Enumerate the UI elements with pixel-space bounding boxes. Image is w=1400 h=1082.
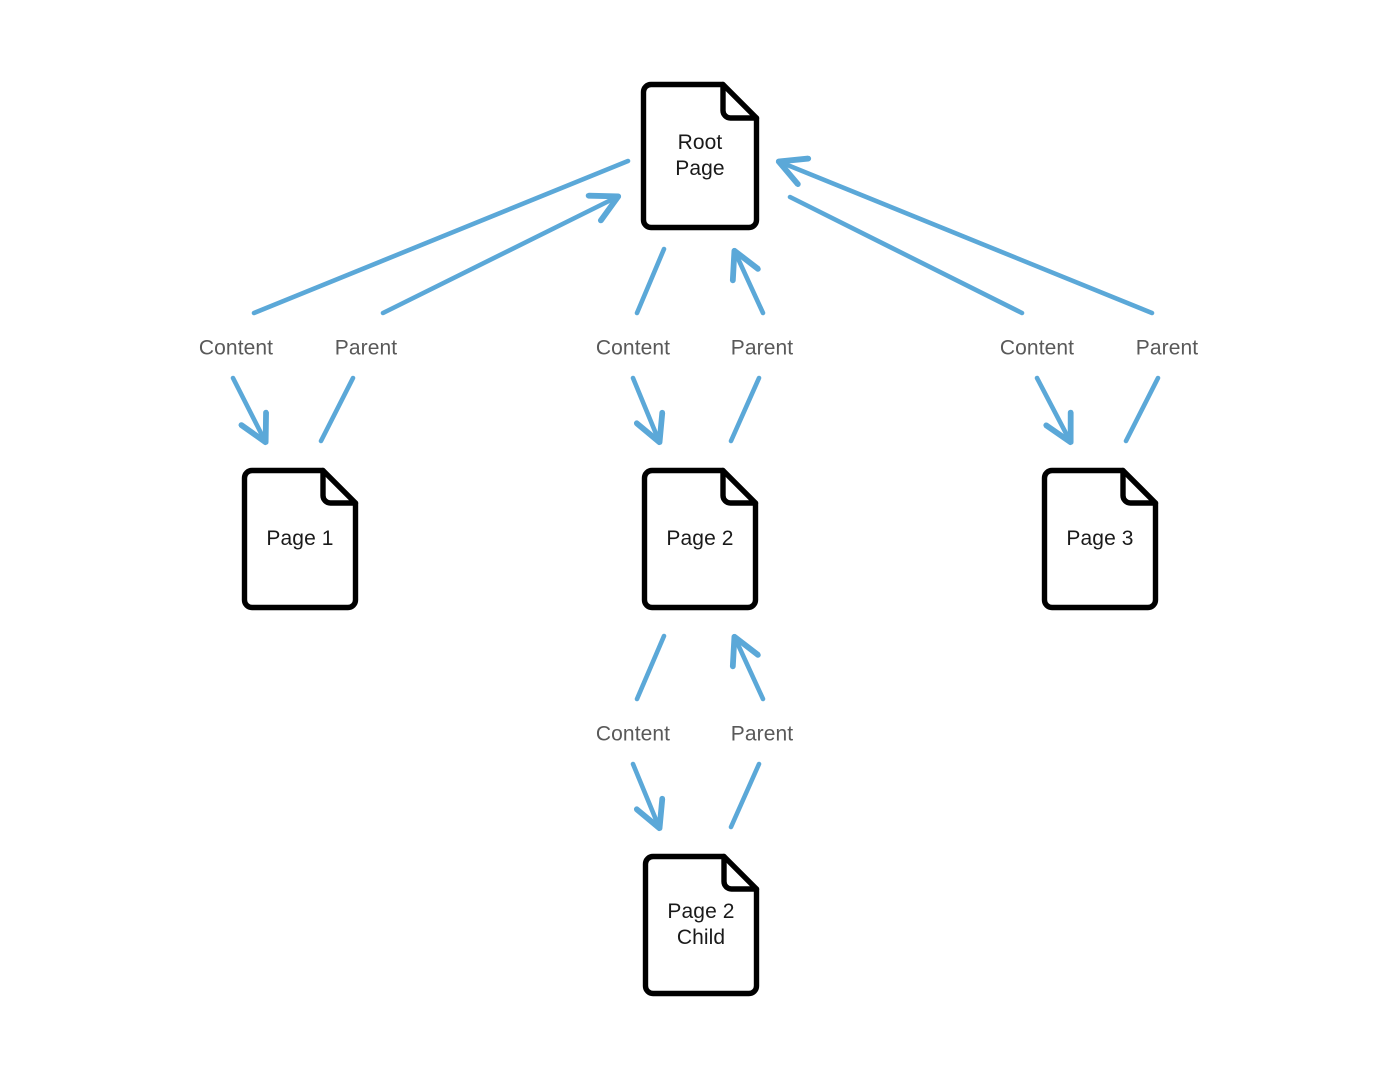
edge-label-root-content-page2: Content — [590, 335, 676, 361]
edge-line-root-content-page3-lower — [1034, 375, 1070, 441]
node-page-3[interactable]: Page 3 — [1040, 466, 1160, 612]
edge-label-root-content-page3: Content — [994, 335, 1080, 361]
edge-line-page2-parent-root-lower — [728, 375, 762, 444]
edge-line-root-content-page1-lower — [230, 375, 265, 441]
edge-line-page1-parent-root-upper — [380, 197, 617, 316]
edge-line-page2-content-child-upper — [634, 633, 667, 702]
document-icon — [640, 81, 760, 231]
edge-label-child-parent-page2: Parent — [725, 721, 799, 747]
edge-line-root-content-page1-upper — [251, 158, 631, 316]
document-icon — [641, 467, 759, 611]
edge-label-page3-parent-root: Parent — [1130, 335, 1204, 361]
edge-line-page2-content-child-lower — [630, 761, 659, 827]
document-icon — [1041, 467, 1159, 611]
edge-line-page1-parent-root-lower — [318, 375, 356, 444]
edge-line-root-content-page3-upper — [787, 194, 1025, 316]
edge-label-root-content-page1: Content — [193, 335, 279, 361]
edge-line-child-parent-page2-upper — [735, 638, 766, 702]
edge-line-child-parent-page2-lower — [728, 761, 762, 830]
edge-label-page1-parent-root: Parent — [329, 335, 403, 361]
document-icon — [241, 467, 359, 611]
node-root-page[interactable]: Root Page — [639, 80, 761, 232]
edge-line-root-content-page2-lower — [630, 375, 659, 441]
edge-line-page3-parent-root-upper — [780, 162, 1155, 316]
node-page-2[interactable]: Page 2 — [640, 466, 760, 612]
edge-line-page2-parent-root-upper — [735, 252, 766, 316]
edge-label-page2-parent-root: Parent — [725, 335, 799, 361]
node-page-1[interactable]: Page 1 — [240, 466, 360, 612]
edge-line-page3-parent-root-lower — [1123, 375, 1161, 444]
node-page-2-child[interactable]: Page 2 Child — [641, 852, 761, 998]
edge-label-page2-content-child: Content — [590, 721, 676, 747]
edge-line-root-content-page2-upper — [634, 246, 667, 316]
document-icon — [642, 853, 760, 997]
